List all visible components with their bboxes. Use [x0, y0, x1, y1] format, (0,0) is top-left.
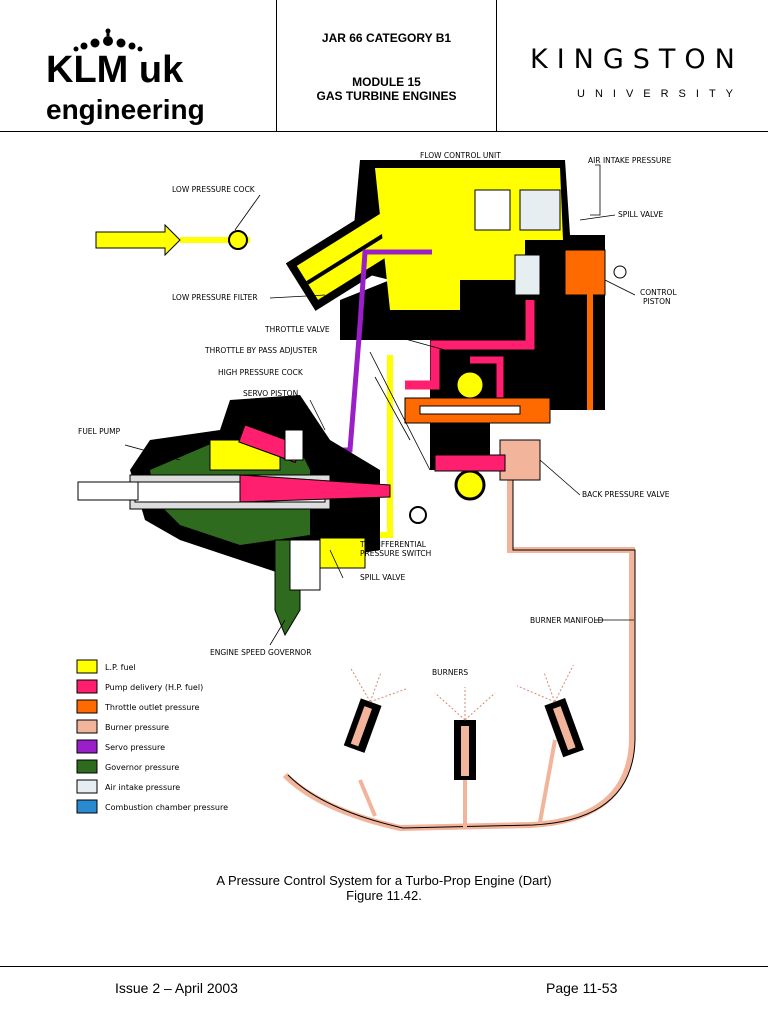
module-number: MODULE 15: [352, 75, 421, 89]
label-fuel-pump: FUEL PUMP: [78, 427, 121, 436]
page-header: KLM uk engineering JAR 66 CATEGORY B1 MO…: [0, 0, 768, 132]
figure-caption: A Pressure Control System for a Turbo-Pr…: [216, 873, 552, 888]
legend-swatch: [76, 679, 98, 694]
logo-brand: KLM uk: [46, 49, 184, 91]
module-info: JAR 66 CATEGORY B1 MODULE 15 GAS TURBINE…: [277, 0, 496, 131]
figure-number: Figure 11.42.: [346, 888, 422, 903]
legend-label: Governor pressure: [105, 763, 179, 772]
legend-swatch: [76, 659, 98, 674]
label-servo-piston: SERVO PISTON: [243, 389, 298, 398]
label-low-pressure-filter: LOW PRESSURE FILTER: [172, 293, 258, 302]
university-sub: UNIVERSITY: [577, 88, 744, 100]
legend-label: Combustion chamber pressure: [105, 803, 228, 812]
page-number: Page 11-53: [546, 980, 618, 996]
module-title: GAS TURBINE ENGINES: [316, 89, 457, 103]
label-burner-manifold: BURNER MANIFOLD: [530, 616, 604, 625]
label-flow-control-unit: FLOW CONTROL UNIT: [420, 151, 501, 160]
university-name: KINGSTON: [530, 44, 744, 75]
label-spill-valve-top: SPILL VALVE: [618, 210, 664, 219]
kingston-logo: KINGSTON UNIVERSITY: [497, 0, 768, 131]
crown-icon: [73, 28, 143, 52]
label-throttle-valve: THROTTLE VALVE: [264, 325, 330, 334]
legend-swatch: [76, 719, 98, 734]
legend-swatch: [76, 759, 98, 774]
legend-label: Burner pressure: [105, 723, 169, 732]
legend-label: Pump delivery (H.P. fuel): [105, 683, 203, 692]
legend-swatch: [76, 699, 98, 714]
label-differential-1: TO DIFFERENTIAL: [359, 540, 427, 549]
low-pressure-cock: [228, 230, 248, 250]
header-divider: [496, 0, 497, 131]
burner-left: [343, 667, 408, 753]
issue-date: Issue 2 – April 2003: [115, 980, 238, 996]
legend-swatch: [76, 799, 98, 814]
label-control-piston-1: CONTROL: [640, 288, 677, 297]
label-burners: BURNERS: [432, 668, 468, 677]
course-title: JAR 66 CATEGORY B1: [321, 31, 452, 45]
label-throttle-bypass: THROTTLE BY PASS ADJUSTER: [204, 346, 317, 355]
label-low-pressure-cock: LOW PRESSURE COCK: [172, 185, 256, 194]
logo-sub: engineering: [46, 94, 205, 125]
inlet-arrow: [95, 223, 181, 257]
burner-right: [516, 665, 584, 758]
legend-label: Throttle outlet pressure: [104, 703, 199, 712]
klm-logo: KLM uk engineering: [0, 0, 276, 131]
label-high-pressure-cock: HIGH PRESSURE COCK: [218, 368, 304, 377]
label-back-pressure-valve: BACK PRESSURE VALVE: [582, 490, 670, 499]
legend-swatch: [76, 739, 98, 754]
label-differential-2: PRESSURE SWITCH: [360, 549, 431, 558]
footer-divider: [0, 966, 768, 967]
label-air-intake-pressure: AIR INTAKE PRESSURE: [588, 156, 672, 165]
label-control-piston-2: PISTON: [643, 297, 671, 306]
legend-label: L.P. fuel: [105, 663, 136, 672]
fuel-system-diagram: FLOW CONTROL UNIT AIR INTAKE PRESSURE SP…: [76, 151, 677, 832]
burner-center: [434, 687, 496, 780]
label-engine-speed-governor: ENGINE SPEED GOVERNOR: [210, 648, 311, 657]
header-divider: [276, 0, 277, 131]
label-spill-valve-bottom: SPILL VALVE: [360, 573, 406, 582]
legend-swatch: [76, 779, 98, 794]
legend-label: Air intake pressure: [105, 783, 180, 792]
legend-label: Servo pressure: [105, 743, 165, 752]
